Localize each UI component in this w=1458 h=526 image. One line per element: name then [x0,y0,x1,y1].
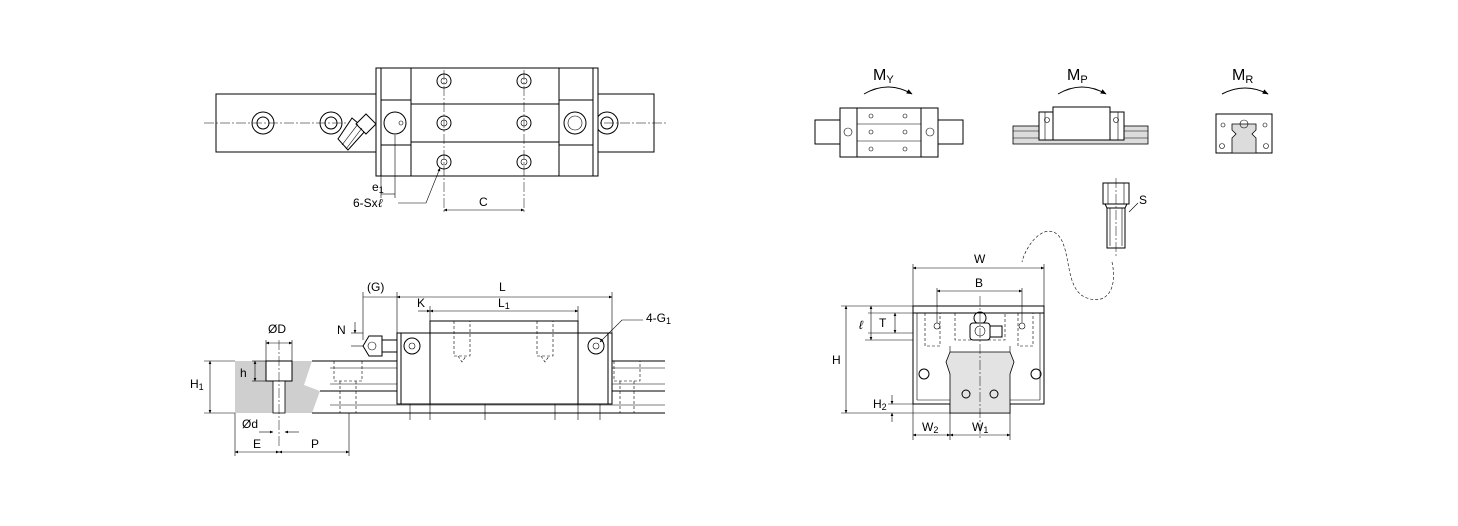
label-4-g1: 4-G1 [646,311,671,326]
label-6-sxl: 6-Sxℓ [353,196,383,210]
moment-mr-view: MR [1215,67,1273,154]
label-s: S [1139,193,1147,207]
label-e1: e1 [372,180,384,195]
block-body [410,67,560,177]
moment-arrow-icon [1221,87,1269,95]
label-b: B [975,276,983,290]
label-od: ØD [268,322,286,336]
label-p: P [311,437,319,451]
label-l: L [499,280,506,294]
rail-hole [319,111,343,135]
label-h2: H2 [873,397,887,412]
end-seal-left [380,99,412,146]
moment-mp-view: MP [1012,67,1149,145]
grease-nipple-icon [969,322,1003,341]
side-view: (G) L K L1 4-G1 N ØD h H1 Ød E P [190,280,671,456]
label-w1: W1 [972,420,988,435]
label-e: E [253,437,261,451]
moment-arrow-icon [863,86,913,95]
label-l1: L1 [498,296,510,311]
label-od-small: Ød [242,417,258,431]
grease-nipple-icon [362,335,398,357]
rail-hole [251,111,275,135]
label-hh: H [832,353,841,367]
front-view: W B T ℓ H H2 W2 W1 [832,252,1045,440]
block-body-side [429,320,579,405]
screw-path [1021,230,1114,300]
screw-icon: S [1102,178,1147,256]
label-t: T [879,316,887,330]
label-mp: MP [1067,67,1088,86]
label-l-small: ℓ [859,318,864,332]
label-my: MY [873,67,894,86]
label-w: W [974,252,986,266]
moment-arrow-icon [1057,86,1107,95]
label-c: C [479,195,488,209]
top-view: e1 6-Sxℓ C [204,67,666,214]
label-g: (G) [367,280,384,294]
label-h: h [240,366,247,380]
end-seal-right [558,99,594,146]
label-k: K [417,296,425,310]
label-w2: W2 [922,420,938,435]
label-mr: MR [1232,67,1253,86]
label-n: N [337,323,346,337]
label-h1: H1 [190,377,204,392]
moment-my-view: MY [814,67,964,158]
